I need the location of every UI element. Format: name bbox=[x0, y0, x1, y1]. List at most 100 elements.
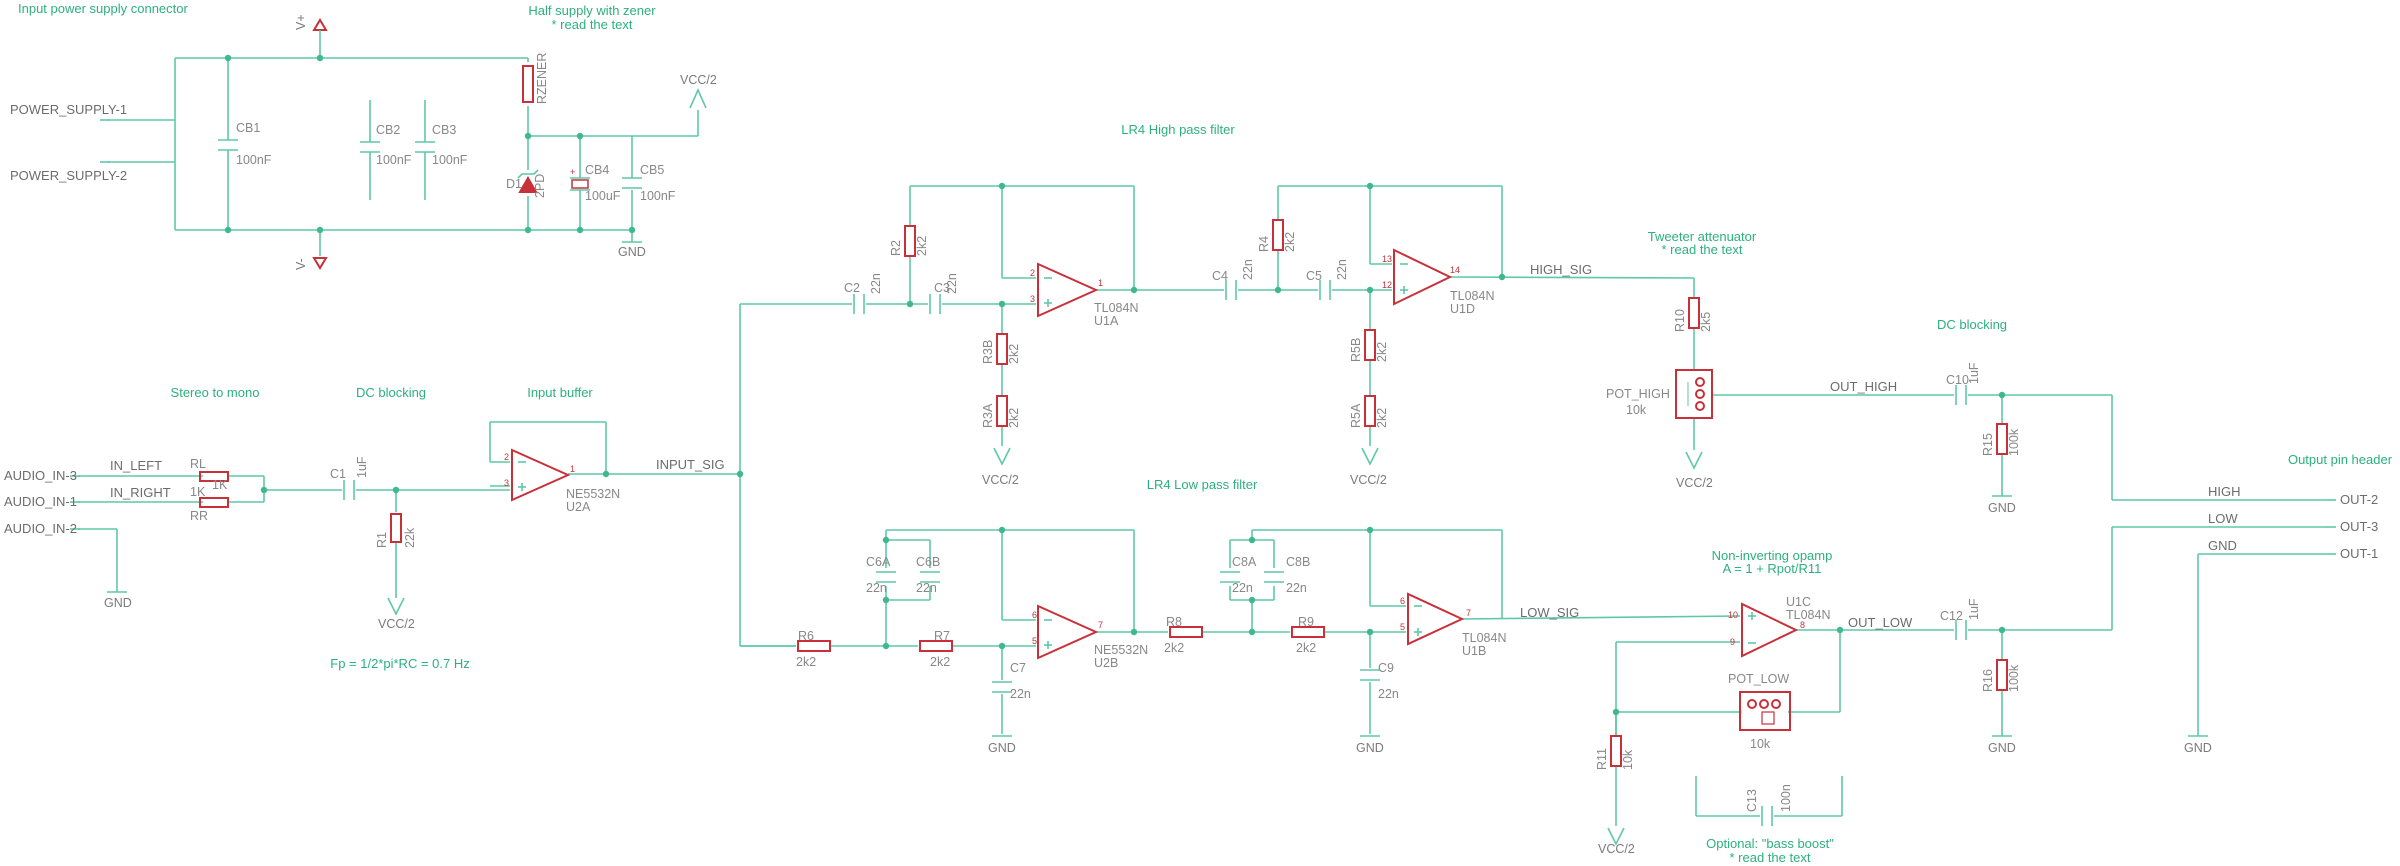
pin-u2b-plus: 5 bbox=[1032, 636, 1037, 646]
cap-c2[interactable] bbox=[853, 294, 865, 314]
label-c8b: C8B bbox=[1286, 555, 1310, 569]
power-connector[interactable] bbox=[100, 119, 110, 163]
cap-c5[interactable] bbox=[1319, 280, 1331, 300]
label-r11: R11 bbox=[1595, 748, 1609, 770]
label-u2a: U2A bbox=[566, 500, 591, 514]
resistor-r3a[interactable] bbox=[996, 395, 1008, 427]
resistor-r8[interactable] bbox=[1169, 626, 1203, 638]
net-gnd-out: GND bbox=[2208, 538, 2237, 553]
cb4-polarity: + bbox=[570, 167, 575, 177]
label-c6b: C6B bbox=[916, 555, 940, 569]
note-output-header: Output pin header bbox=[2288, 452, 2393, 467]
resistor-r1[interactable] bbox=[390, 513, 402, 543]
cap-cb4[interactable] bbox=[570, 177, 590, 191]
net-audio-in-2: AUDIO_IN-2 bbox=[4, 521, 77, 536]
opamp-u1b[interactable] bbox=[1407, 592, 1465, 646]
gnd-label-power: GND bbox=[618, 245, 646, 259]
gnd-symbols bbox=[992, 495, 2208, 737]
audio-connector[interactable] bbox=[70, 475, 80, 530]
value-r8: 2k2 bbox=[1164, 641, 1184, 655]
vcc2-label-r5a: VCC/2 bbox=[1350, 473, 1387, 487]
resistor-r10[interactable] bbox=[1688, 297, 1700, 329]
cap-cb1[interactable] bbox=[218, 139, 238, 151]
label-u1b: U1B bbox=[1462, 644, 1486, 658]
value-cb1: 100nF bbox=[236, 153, 272, 167]
label-rzener: RZENER bbox=[535, 53, 549, 104]
cap-c4[interactable] bbox=[1225, 280, 1237, 300]
pot-low[interactable] bbox=[1739, 691, 1791, 731]
value-cb2: 100nF bbox=[376, 153, 412, 167]
value-pot-high: 10k bbox=[1626, 403, 1647, 417]
value-rl: 1K bbox=[212, 478, 228, 492]
value-u1c: TL084N bbox=[1786, 608, 1830, 622]
label-r10: R10 bbox=[1673, 309, 1687, 332]
cap-c9[interactable] bbox=[1360, 669, 1380, 681]
resistor-rl[interactable] bbox=[199, 471, 229, 482]
value-r6: 2k2 bbox=[796, 655, 816, 669]
label-c9: C9 bbox=[1378, 661, 1394, 675]
value-c8b: 22n bbox=[1286, 581, 1307, 595]
cap-c8a[interactable] bbox=[1220, 571, 1240, 583]
label-r16: R16 bbox=[1981, 669, 1995, 692]
net-out-low: OUT_LOW bbox=[1848, 615, 1913, 630]
cap-c6a[interactable] bbox=[876, 571, 896, 583]
net-low: LOW bbox=[2208, 511, 2238, 526]
value-u2b: NE5532N bbox=[1094, 643, 1148, 657]
resistor-r6[interactable] bbox=[797, 640, 831, 652]
label-r8: R8 bbox=[1166, 615, 1182, 629]
resistor-r2[interactable] bbox=[904, 225, 916, 257]
cap-c13[interactable] bbox=[1761, 806, 1773, 826]
resistor-r9[interactable] bbox=[1291, 626, 1325, 638]
opamp-u2b[interactable] bbox=[1037, 604, 1099, 660]
zener-d1[interactable] bbox=[517, 169, 539, 193]
label-c2: C2 bbox=[844, 281, 860, 295]
output-connector[interactable] bbox=[2326, 499, 2336, 555]
label-r3b: R3B bbox=[981, 340, 995, 364]
cap-cb5[interactable] bbox=[622, 177, 642, 189]
label-u2b: U2B bbox=[1094, 656, 1118, 670]
cap-c10[interactable] bbox=[1955, 385, 1967, 405]
label-r15: R15 bbox=[1981, 433, 1995, 456]
value-u1b: TL084N bbox=[1462, 631, 1506, 645]
pot-high[interactable] bbox=[1675, 369, 1713, 419]
pin-u1d-plus: 12 bbox=[1382, 280, 1392, 290]
net-out-1: OUT-1 bbox=[2340, 546, 2378, 561]
resistor-r16[interactable] bbox=[1996, 659, 2008, 691]
pin-u1a-minus: 2 bbox=[1030, 268, 1035, 278]
cap-cb2[interactable] bbox=[360, 141, 380, 153]
label-r7: R7 bbox=[934, 629, 950, 643]
cap-c1[interactable] bbox=[343, 480, 355, 500]
resistor-r3b[interactable] bbox=[996, 333, 1008, 365]
cap-c6b[interactable] bbox=[920, 571, 940, 583]
note-optional: Optional: "bass boost" bbox=[1706, 836, 1834, 851]
cap-c3[interactable] bbox=[929, 294, 941, 314]
cap-c12[interactable] bbox=[1955, 620, 1967, 640]
resistor-r5b[interactable] bbox=[1364, 329, 1376, 361]
gnd-label-r16: GND bbox=[1988, 741, 2016, 755]
resistor-r7[interactable] bbox=[919, 640, 953, 652]
cap-cb3[interactable] bbox=[415, 141, 435, 153]
resistor-r4[interactable] bbox=[1272, 219, 1284, 251]
opamp-u1c[interactable] bbox=[1741, 602, 1799, 658]
value-cb4: 100uF bbox=[585, 189, 621, 203]
value-r9: 2k2 bbox=[1296, 641, 1316, 655]
resistor-r15[interactable] bbox=[1996, 423, 2008, 455]
opamp-u2a[interactable] bbox=[511, 448, 571, 502]
value-c8a: 22n bbox=[1232, 581, 1253, 595]
value-c1: 1uF bbox=[355, 456, 369, 478]
gnd-label-audio: GND bbox=[104, 596, 132, 610]
cap-c8b[interactable] bbox=[1264, 571, 1284, 583]
resistor-r11[interactable] bbox=[1610, 735, 1622, 767]
resistor-rzener[interactable] bbox=[522, 65, 534, 103]
opamp-u1a[interactable] bbox=[1037, 262, 1099, 318]
note-input-power: Input power supply connector bbox=[18, 1, 188, 16]
label-cb2: CB2 bbox=[376, 123, 400, 137]
opamp-u1d[interactable] bbox=[1393, 248, 1453, 306]
gnd-label-out: GND bbox=[2184, 741, 2212, 755]
pin-u1d-out: 14 bbox=[1450, 265, 1460, 275]
cap-c7[interactable] bbox=[992, 681, 1012, 693]
resistor-rr[interactable] bbox=[199, 497, 229, 508]
resistor-r5a[interactable] bbox=[1364, 395, 1376, 427]
net-input-sig: INPUT_SIG bbox=[656, 457, 725, 472]
net-power-supply-1: POWER_SUPPLY-1 bbox=[10, 102, 127, 117]
